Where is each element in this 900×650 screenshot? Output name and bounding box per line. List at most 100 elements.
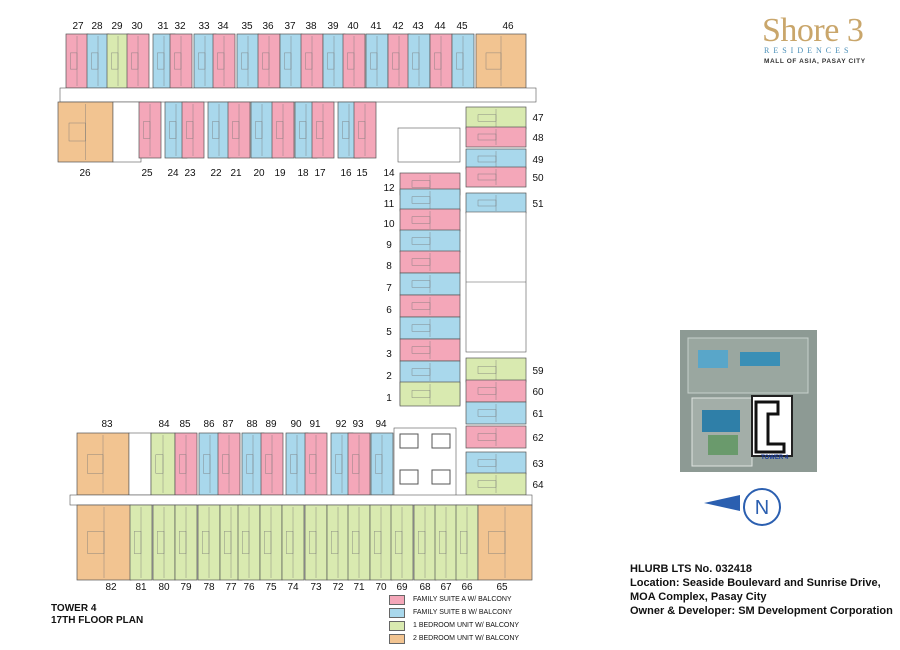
info-developer: Owner & Developer: SM Development Corpor…: [630, 605, 893, 617]
unit-room: [456, 52, 464, 70]
unit-number: 21: [230, 168, 242, 179]
unit-room: [70, 52, 78, 70]
unit-room: [411, 237, 431, 245]
unit-number: 1: [386, 393, 392, 404]
unit-number: 2: [386, 371, 392, 382]
unit-room: [395, 531, 403, 554]
unit-number: 70: [375, 582, 387, 593]
legend-swatch-family-b: [389, 607, 405, 618]
unit-number: 89: [265, 419, 277, 430]
unit-number: 5: [386, 327, 392, 338]
unit-number: 46: [502, 21, 514, 32]
elevator-shaft: [399, 469, 419, 485]
unit-room: [242, 531, 250, 554]
unit-number: 64: [532, 480, 544, 491]
unit-room: [186, 121, 194, 139]
unit-number: 78: [203, 582, 215, 593]
logo-main-text: Shore 3: [762, 12, 864, 49]
unit-number: 49: [532, 155, 544, 166]
unit-number: 69: [396, 582, 408, 593]
unit-room: [477, 433, 497, 441]
unit-number: 43: [412, 21, 424, 32]
legend-item: 2 BEDROOM UNIT W/ BALCONY: [389, 633, 629, 644]
unit-number: 73: [310, 582, 322, 593]
unit-number: 11: [384, 199, 395, 210]
unit-number: 86: [203, 419, 215, 430]
unit-number: 15: [356, 168, 368, 179]
unit-room: [316, 121, 324, 139]
corridor: [69, 494, 533, 506]
unit-room: [411, 302, 431, 310]
unit-room: [87, 454, 104, 474]
unit-room: [212, 121, 220, 139]
unit-number: 35: [241, 21, 253, 32]
unit-number: 24: [167, 168, 179, 179]
unit-number: 36: [262, 21, 274, 32]
unit-number: 59: [532, 366, 544, 377]
unit-number: 71: [353, 582, 365, 593]
plan-title-floor: 17TH FLOOR PLAN: [51, 615, 144, 626]
elevator-shaft: [431, 469, 451, 485]
unit-room: [352, 454, 360, 474]
unit-room: [241, 52, 249, 70]
unit-room: [111, 52, 119, 70]
unit-number: 51: [532, 199, 544, 210]
unit-room: [327, 52, 335, 70]
logo-sub-text: RESIDENCES: [764, 46, 853, 55]
unit-room: [305, 52, 313, 70]
legend-swatch-family-a: [389, 594, 405, 605]
unit-number: 30: [131, 21, 143, 32]
unit-number: 63: [532, 459, 544, 470]
unit-number: 61: [532, 409, 544, 420]
unit-number: 50: [532, 173, 544, 184]
unit-number: 85: [179, 419, 191, 430]
legend-label-two-bed: 2 BEDROOM UNIT W/ BALCONY: [413, 635, 520, 642]
unit-number: 16: [340, 168, 352, 179]
compass-letter: N: [755, 497, 769, 519]
unit-room: [411, 390, 431, 398]
unit-room: [262, 52, 270, 70]
unit-number: 8: [386, 261, 392, 272]
unit-room: [134, 531, 142, 554]
key-map: TOWER 4: [680, 330, 817, 472]
unit-number: 31: [157, 21, 169, 32]
elevator-core: [393, 427, 457, 501]
unit-room: [91, 52, 99, 70]
unit-room: [477, 114, 497, 122]
unit-room: [255, 121, 263, 139]
unit-room: [290, 454, 298, 474]
unit-room: [276, 121, 284, 139]
project-info: HLURB LTS No. 032418 Location: Seaside B…: [630, 562, 893, 618]
unit-room: [331, 531, 339, 554]
unit-room: [477, 199, 497, 207]
unit-number: 84: [158, 419, 170, 430]
key-map-image: [680, 330, 817, 472]
unit-number: 9: [386, 240, 392, 251]
unit-room: [246, 454, 254, 474]
stair-core: [128, 432, 152, 496]
unit-room: [477, 480, 497, 488]
unit-number: 12: [383, 183, 395, 194]
unit-number: 94: [375, 419, 387, 430]
unit-room: [434, 52, 442, 70]
compass-arrow-icon: [704, 495, 740, 511]
elevator-shaft: [431, 433, 451, 449]
plan-title-tower: TOWER 4: [51, 603, 97, 614]
unit-room: [222, 454, 230, 474]
unit-number: 47: [532, 113, 544, 124]
unit-number: 80: [158, 582, 170, 593]
unit-number: 33: [198, 21, 210, 32]
info-location-2: MOA Complex, Pasay City: [630, 591, 767, 603]
legend-item: FAMILY SUITE B W/ BALCONY: [389, 607, 629, 618]
unit-number: 81: [135, 582, 147, 593]
unit-room: [217, 52, 225, 70]
unit-room: [477, 387, 497, 395]
unit-number: 65: [496, 582, 508, 593]
unit-number: 91: [309, 419, 321, 430]
unit-room: [411, 216, 431, 224]
unit-room: [309, 531, 317, 554]
compass-circle-icon: [743, 488, 781, 526]
unit-number: 66: [461, 582, 473, 593]
plan-title: TOWER 4 17TH FLOOR PLAN: [51, 603, 143, 627]
service-core: [397, 127, 461, 163]
